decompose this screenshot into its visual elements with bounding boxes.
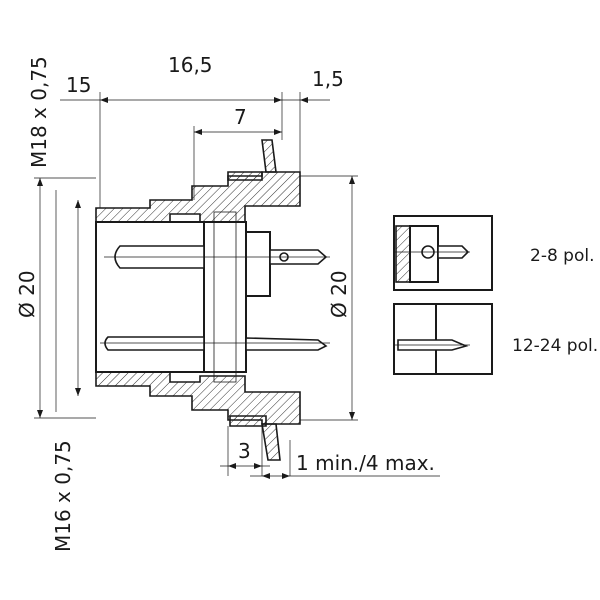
solder-tail-lower [245, 337, 328, 351]
dim-length-7: 7 [234, 105, 247, 129]
dimension-lines [34, 92, 440, 479]
panel-plate-bottom [261, 423, 281, 461]
insert-core [213, 211, 237, 383]
housing-lower [95, 371, 301, 425]
insert-body [203, 221, 247, 373]
dim-length-15: 15 [66, 73, 91, 97]
dim-diameter-left: Ø 20 [15, 270, 39, 318]
variant-detail-12-24 [393, 303, 493, 375]
variant-label-12-24: 12-24 pol. [512, 336, 598, 356]
contact-pin-lower [104, 336, 205, 351]
dim-panel-thickness: 1 min./4 max. [296, 451, 435, 475]
dim-diameter-right: Ø 20 [327, 270, 351, 318]
connector-cross-section [95, 139, 330, 461]
dim-thread-bottom: M16 x 0,75 [51, 440, 75, 552]
dim-length-3: 3 [238, 439, 251, 463]
variant-detail-2-8 [393, 215, 493, 291]
housing-upper [95, 171, 301, 223]
panel-plate-top [261, 139, 277, 173]
dim-length-16-5: 16,5 [168, 53, 213, 77]
dim-length-1-5: 1,5 [312, 67, 344, 91]
variant-label-2-8: 2-8 pol. [530, 246, 595, 266]
nut-bottom [229, 415, 267, 427]
nut-top [227, 171, 263, 181]
insert-rear [245, 231, 271, 297]
dim-thread-top: M18 x 0,75 [27, 56, 51, 168]
